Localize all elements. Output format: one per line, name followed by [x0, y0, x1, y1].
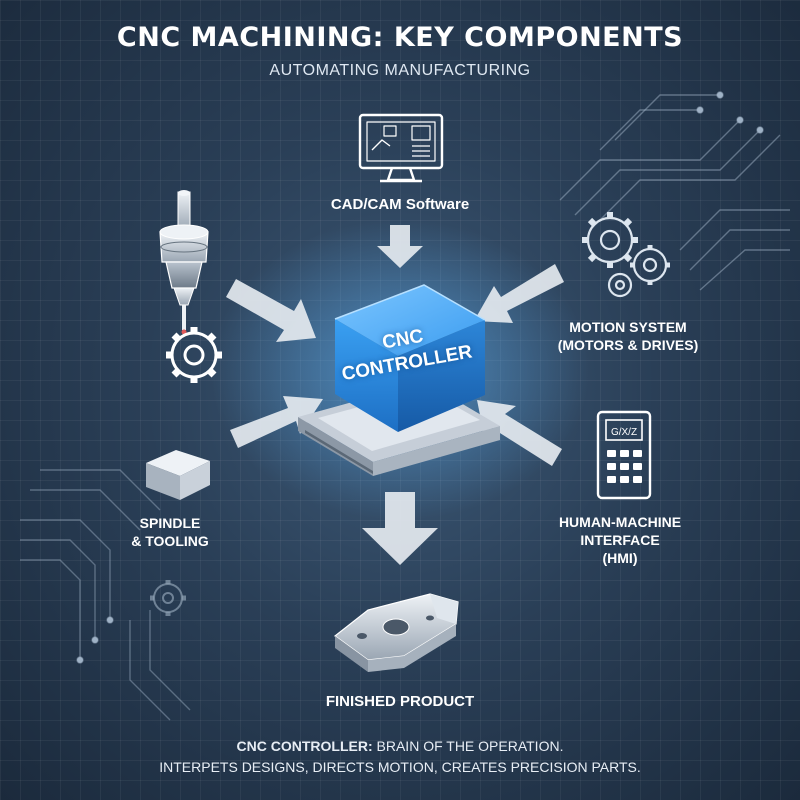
spindle-label: SPINDLE & TOOLING [100, 514, 240, 550]
footer-line1: CNC CONTROLLER: BRAIN OF THE OPERATION. [0, 736, 800, 757]
cad-cam-label-text: CAD/CAM Software [330, 196, 470, 213]
footer-line2: INTERPETS DESIGNS, DIRECTS MOTION, CREAT… [159, 759, 641, 775]
arrow-spindle-to-controller [226, 279, 316, 342]
spindle-label-line2: & TOOLING [131, 533, 209, 549]
hmi-label-line1: HUMAN-MACHINE [558, 514, 682, 530]
machined-part-icon [334, 593, 459, 672]
footer-line1-rest: BRAIN OF THE OPERATION. [372, 738, 564, 754]
page-subtitle: AUTOMATING MANUFACTURING [269, 62, 531, 79]
page-title: CNC MACHINING: KEY COMPONENTS [116, 22, 684, 53]
arrow-cad-to-controller [377, 225, 423, 268]
motion-label-line1: MOTION SYSTEM [569, 319, 687, 335]
spindle-label-line1: SPINDLE [139, 515, 201, 531]
monitor-icon [358, 113, 444, 183]
keypad-icon [596, 410, 652, 500]
finished-product-label: FINISHED PRODUCT [280, 693, 520, 711]
gears-icon [582, 212, 670, 298]
hmi-label-line3: (HMI) [602, 550, 638, 566]
motion-system-label: MOTION SYSTEM (MOTORS & DRIVES) [528, 318, 728, 354]
hmi-label-line2: INTERFACE [580, 532, 660, 548]
gear-icon-left [166, 327, 222, 383]
footer-caption: CNC CONTROLLER: BRAIN OF THE OPERATION. … [0, 736, 800, 778]
workpiece-block-icon [146, 450, 210, 500]
circuit-traces-bottom-left [20, 469, 191, 721]
cnc-controller-cube [334, 284, 486, 432]
footer-line1-strong: CNC CONTROLLER: [236, 738, 373, 754]
cad-cam-label: CAD/CAM Software [300, 196, 500, 214]
arrow-motion-to-controller [474, 264, 564, 323]
arrow-right-lower-to-controller [477, 400, 562, 466]
arrow-left-lower-to-controller [230, 396, 323, 448]
finished-product-label-text: FINISHED PRODUCT [325, 693, 475, 710]
circuit-traces-top-right [559, 91, 790, 291]
hmi-screen-text: G/X/Z [611, 427, 637, 438]
arrow-controller-to-product [362, 492, 438, 565]
gear-icon-small [150, 580, 186, 616]
hmi-label: HUMAN-MACHINE INTERFACE (HMI) [530, 513, 710, 567]
motion-label-line2: (MOTORS & DRIVES) [557, 337, 699, 353]
spindle-icon [159, 190, 209, 335]
